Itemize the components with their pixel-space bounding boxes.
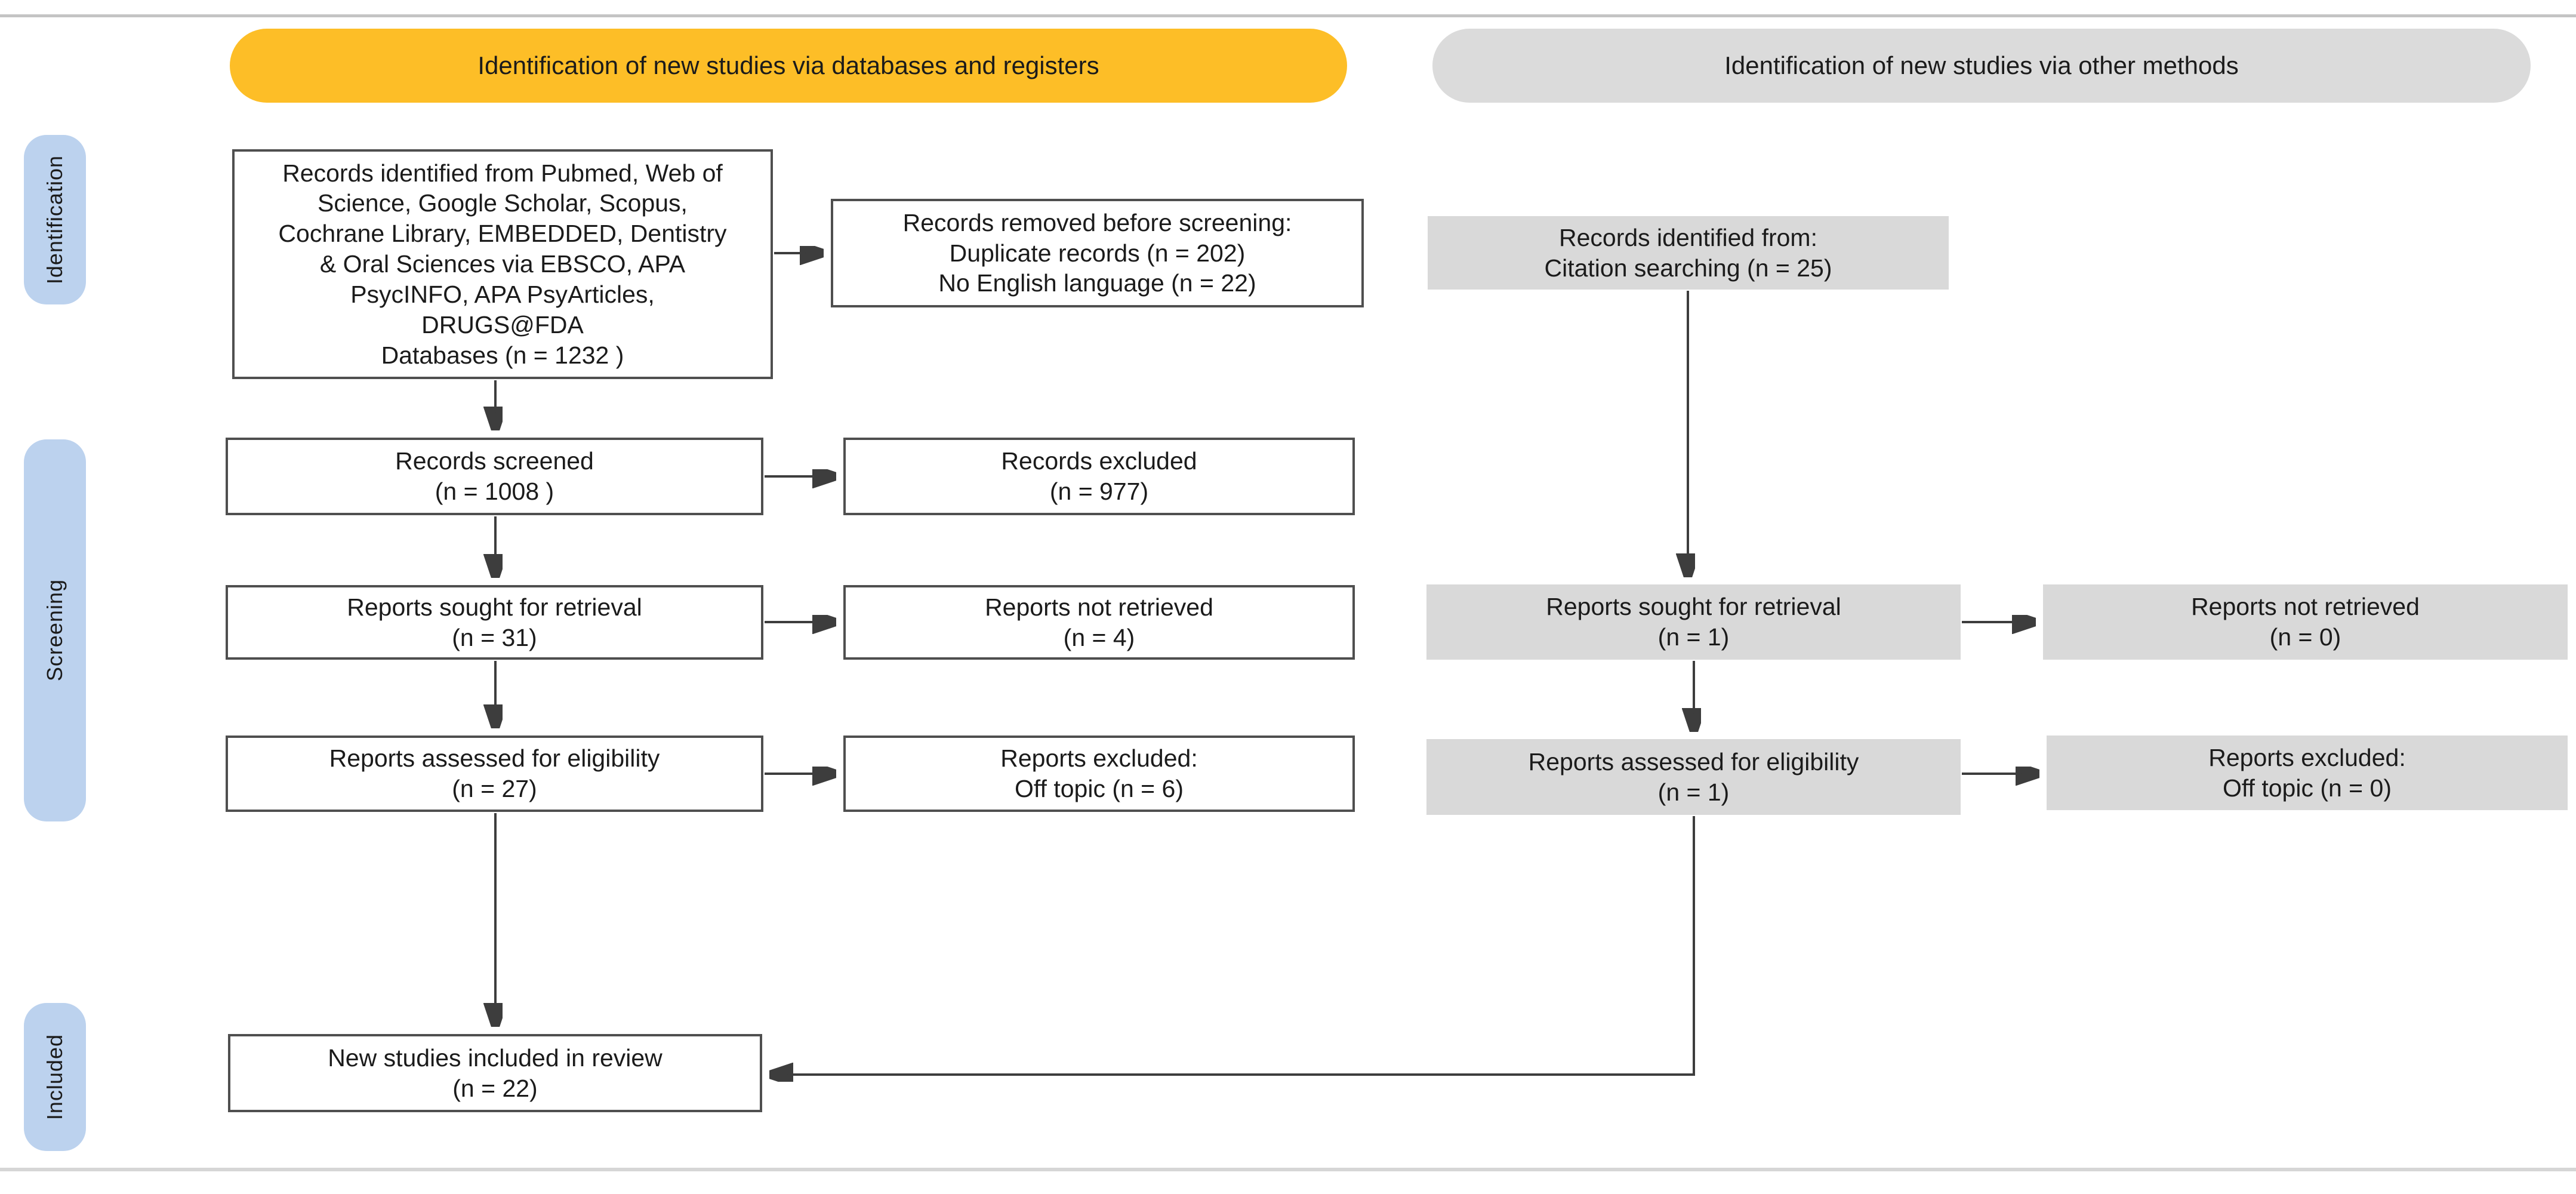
box-reports-not-retrieved-other: Reports not retrieved (n = 0) [2043, 584, 2568, 660]
box-reports-excluded-databases: Reports excluded: Off topic (n = 6) [843, 736, 1355, 812]
box-records-screened: Records screened (n = 1008 ) [226, 438, 763, 515]
box-records-removed-before-screening: Records removed before screening: Duplic… [831, 199, 1364, 307]
box-records-identified-citation: Records identified from: Citation search… [1428, 216, 1949, 290]
box-reports-not-retrieved-databases: Reports not retrieved (n = 4) [843, 585, 1355, 660]
stage-pill-identification: Identification [24, 135, 86, 304]
top-divider-line [0, 14, 2576, 17]
bottom-divider-line [0, 1168, 2576, 1171]
banner-databases-label: Identification of new studies via databa… [477, 51, 1099, 79]
stage-label-included: Included [42, 1033, 67, 1121]
box-reports-sought-other: Reports sought for retrieval (n = 1) [1426, 584, 1961, 660]
box-records-identified-databases: Records identified from Pubmed, Web of S… [232, 149, 773, 379]
banner-other-methods: Identification of new studies via other … [1432, 29, 2531, 103]
box-reports-sought-databases: Reports sought for retrieval (n = 31) [226, 585, 763, 660]
arrow-assessed-other-to-included [774, 816, 1695, 1075]
box-records-excluded: Records excluded (n = 977) [843, 438, 1355, 515]
stage-label-identification: Identification [42, 155, 67, 285]
banner-databases-registers: Identification of new studies via databa… [230, 29, 1347, 103]
stage-pill-screening: Screening [24, 439, 86, 821]
box-reports-assessed-databases: Reports assessed for eligibility (n = 27… [226, 736, 763, 812]
box-new-studies-included: New studies included in review (n = 22) [228, 1034, 762, 1112]
box-reports-assessed-other: Reports assessed for eligibility (n = 1) [1426, 739, 1961, 815]
stage-label-screening: Screening [42, 579, 67, 682]
box-reports-excluded-other: Reports excluded: Off topic (n = 0) [2047, 736, 2568, 810]
banner-other-methods-label: Identification of new studies via other … [1724, 51, 2239, 79]
stage-pill-included: Included [24, 1003, 86, 1151]
